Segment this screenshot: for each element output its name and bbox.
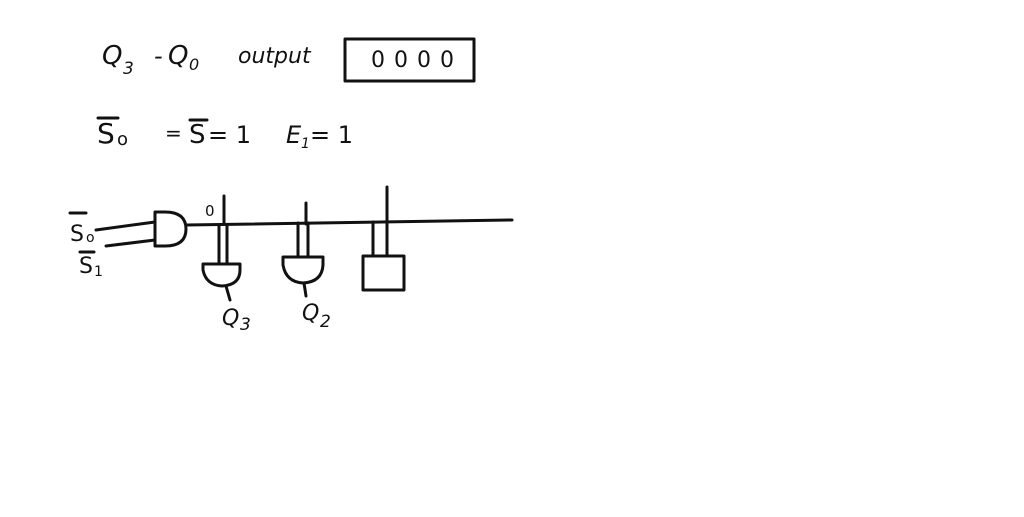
output-header: Q 3 - Q 0 output 0 0 0 0 xyxy=(102,37,476,83)
output-value: 0 0 0 0 xyxy=(371,48,455,73)
input-s0-subscript: o xyxy=(86,230,95,246)
q2-output-label: Q xyxy=(302,301,319,326)
q3-output-label: Q xyxy=(222,306,239,331)
eq-s0-label: S xyxy=(97,117,115,150)
q2-output-subscript: 2 xyxy=(320,312,331,332)
eq-s0-subscript: o xyxy=(117,129,128,150)
eq-e-value: = 1 xyxy=(310,121,353,149)
input-s1-subscript: 1 xyxy=(94,264,103,280)
select-equation: S o = S = 1 E 1 = 1 xyxy=(96,116,353,152)
range-to-label: Q xyxy=(168,41,188,71)
output-word: output xyxy=(238,44,312,69)
enable-and-gate xyxy=(153,210,188,248)
eq-s-value: = 1 xyxy=(208,121,251,149)
input-s1-wire xyxy=(104,238,157,248)
eq-s-label: S xyxy=(189,120,206,150)
input-s0-label: S xyxy=(70,222,84,247)
output-display-box xyxy=(343,37,476,83)
q3-output-wire xyxy=(224,284,232,302)
third-gate-box xyxy=(361,254,406,292)
input-s1-label: S xyxy=(79,254,93,279)
eq-e-label: E xyxy=(286,121,302,149)
eq-e-subscript: 1 xyxy=(301,136,310,152)
range-to-subscript: 0 xyxy=(189,55,199,74)
range-from-label: Q xyxy=(102,41,122,71)
range-dash: - xyxy=(154,42,163,70)
q3-and-gate xyxy=(201,262,242,288)
q2-output-wire xyxy=(302,281,308,298)
q3-output-subscript: 3 xyxy=(240,315,251,335)
decoder-circuit: S o S 1 0 Q 3 Q 2 xyxy=(68,185,514,335)
bus-state-label: 0 xyxy=(205,202,215,220)
enable-bus-line xyxy=(184,218,514,227)
eq-prefix: = xyxy=(165,121,182,145)
q2-and-gate xyxy=(281,255,325,285)
range-from-subscript: 3 xyxy=(123,59,134,79)
input-s0-wire xyxy=(94,220,157,232)
